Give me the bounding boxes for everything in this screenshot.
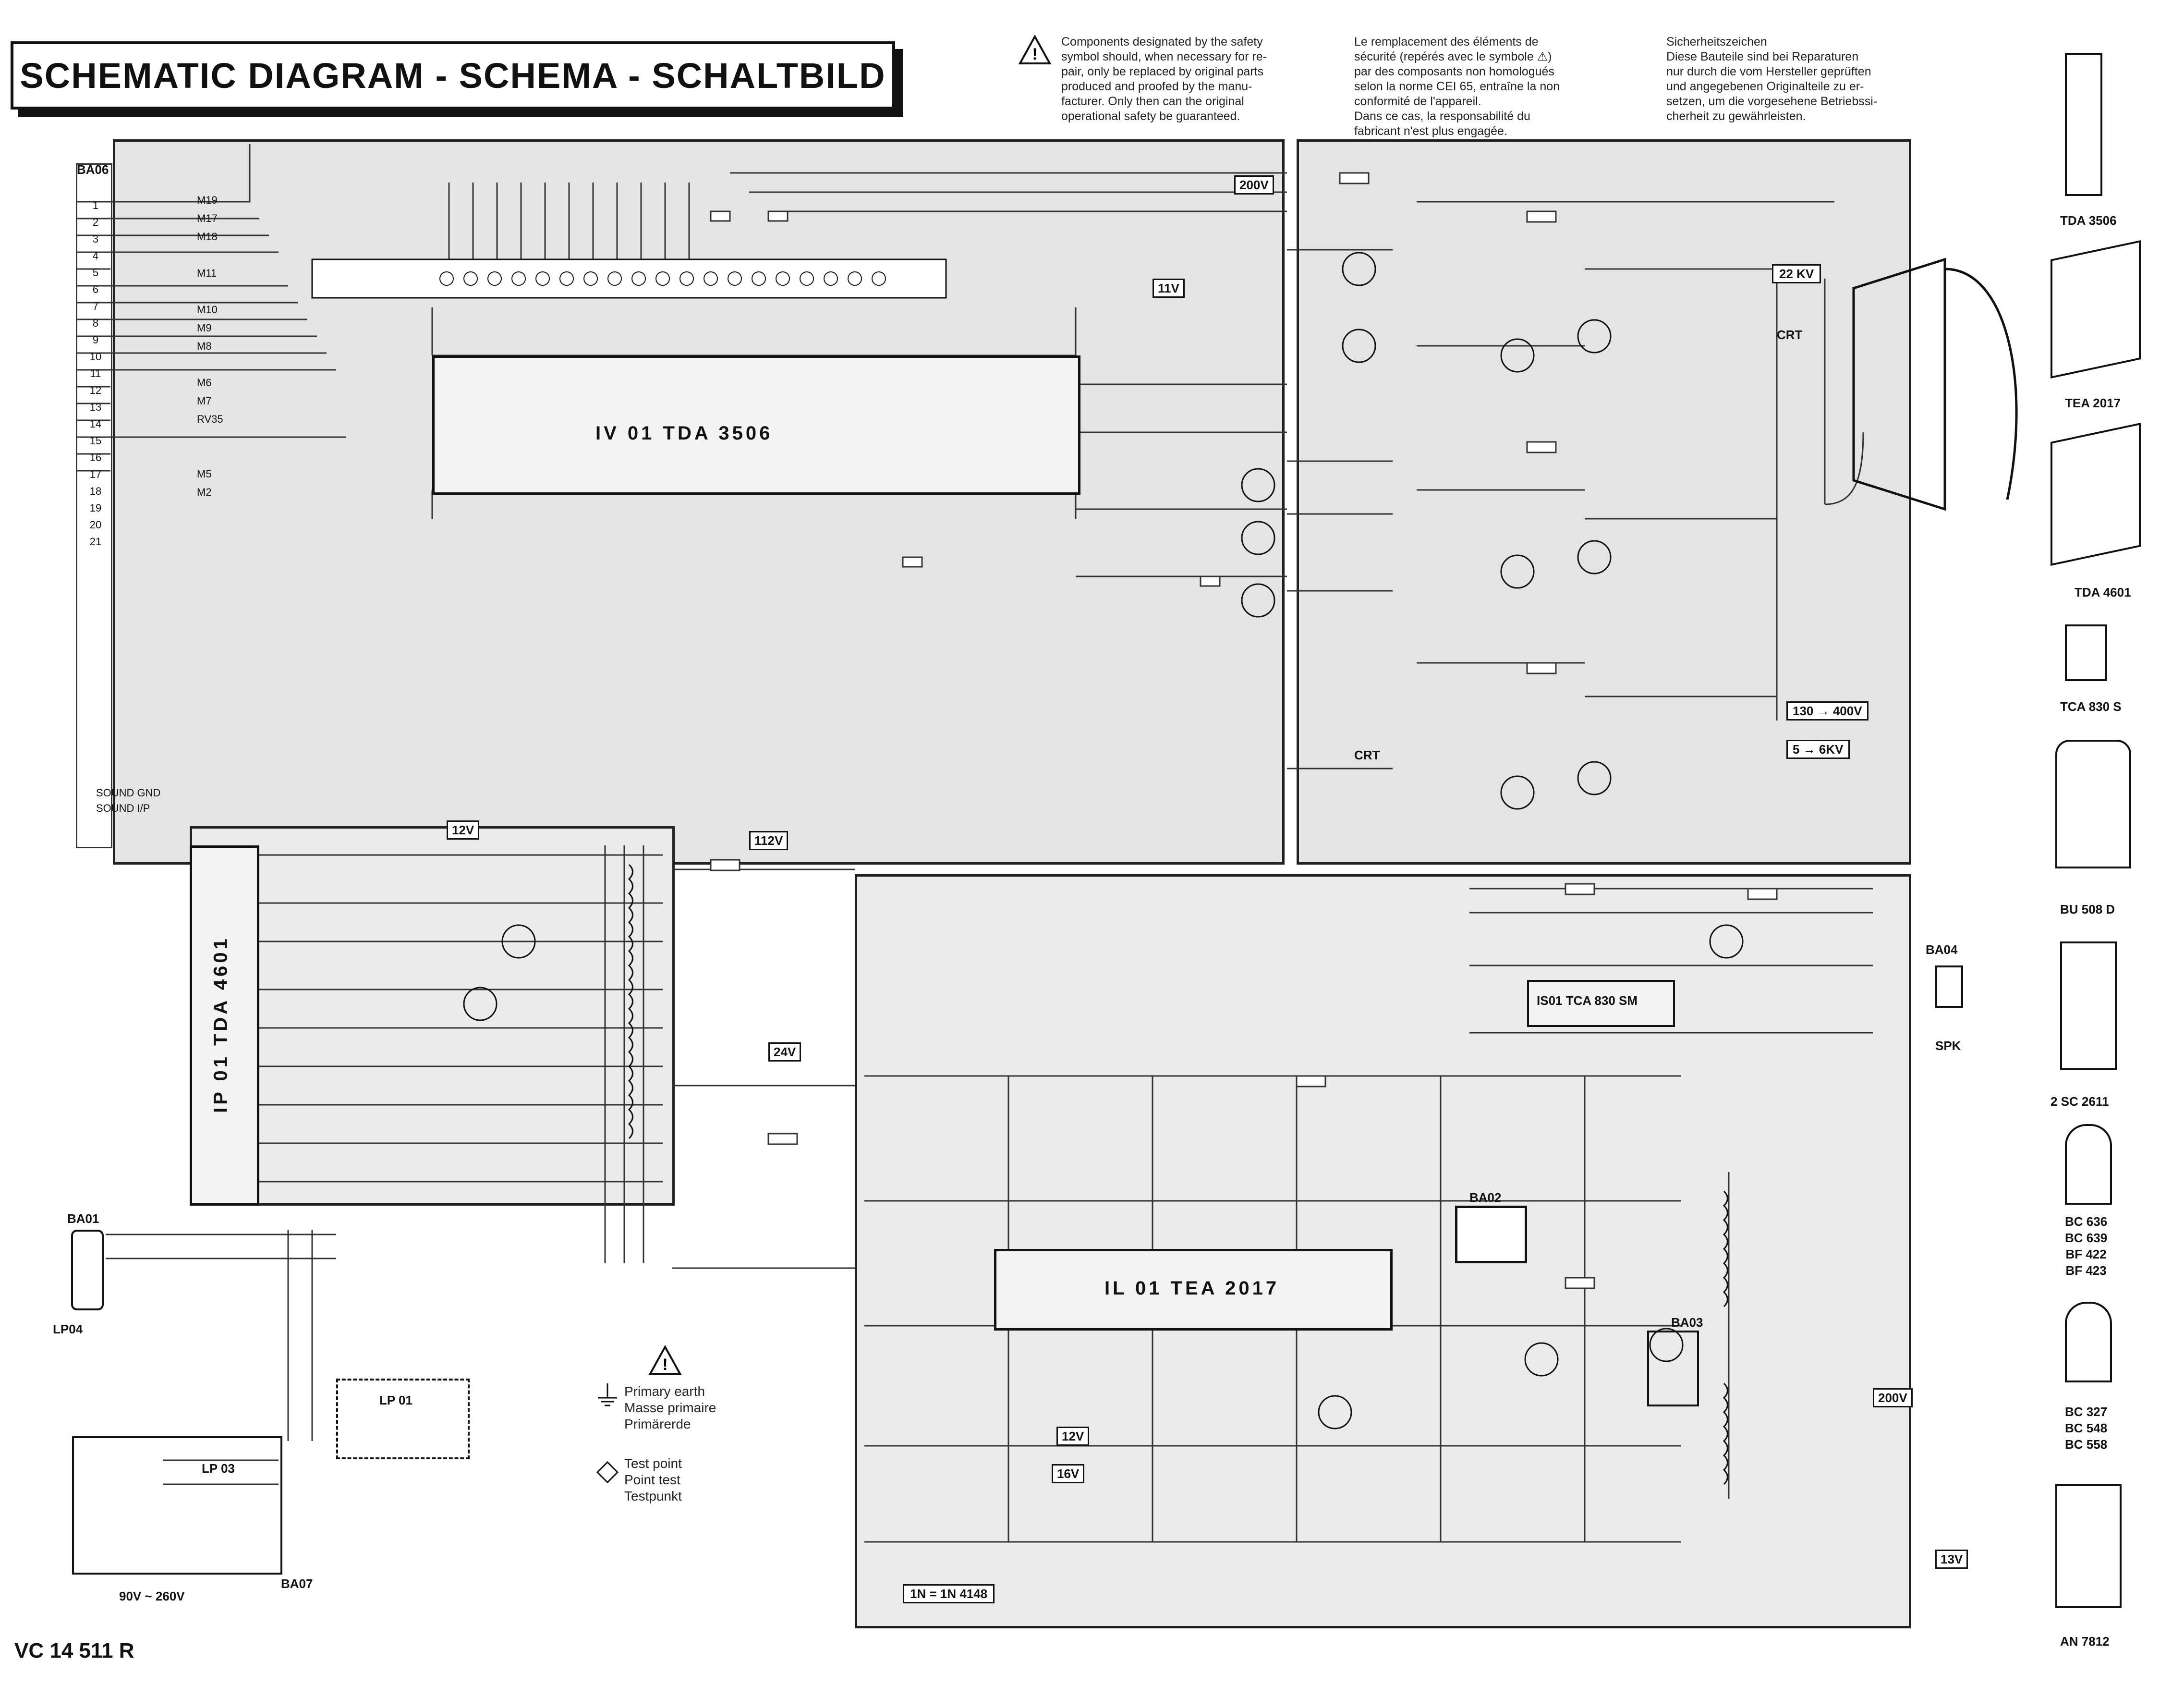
voltage-112v: 112V [749,831,789,850]
sound-labels: SOUND GND SOUND I/P [96,787,161,814]
voltage-13v: 13V [1935,1550,1968,1569]
voltage-200v-top: 200V [1234,175,1274,195]
ic-iv01-body [432,355,1080,495]
ba03-connector [1647,1331,1699,1406]
mains-voltage-label: 90V ~ 260V [119,1589,185,1603]
ba04-label: BA04 [1926,942,1958,957]
side-label-an7812: AN 7812 [2060,1634,2110,1649]
2sc2611-outline [2060,941,2117,1070]
lp01-label: LP 01 [379,1393,413,1407]
power-supply-panel [190,826,675,1206]
bc636-outline [2065,1124,2112,1205]
side-label-bc327: BC 327 BC 548 BC 558 [2065,1405,2108,1452]
tda4601-outline [2051,423,2141,566]
voltage-12v-ps: 12V [447,820,480,840]
voltage-200v-defl: 200V [1873,1388,1913,1407]
ba02-connector [1455,1206,1527,1263]
bc327-outline [2065,1302,2112,1382]
side-label-bu508: BU 508 D [2060,902,2115,916]
side-label-tca830: TCA 830 S [2060,699,2122,714]
ic-iv01-label: IV 01 TDA 3506 [595,423,773,444]
connector-ba06-label: BA06 [77,162,109,177]
crt-label: CRT [1777,328,1803,342]
crt-connector-label: CRT [1354,748,1380,762]
ba02-label: BA02 [1469,1190,1502,1205]
ic-il01-label: IL 01 TEA 2017 [1104,1278,1280,1299]
ba03-label: BA03 [1671,1315,1703,1330]
voltage-24v: 24V [768,1042,801,1062]
diode-note: 1N = 1N 4148 [903,1584,995,1603]
bu508-outline [2055,740,2131,868]
an7812-outline [2055,1484,2122,1608]
ic-il01-body [994,1249,1393,1331]
voltage-16v: 16V [1052,1464,1085,1483]
voltage-range-focus: 130 → 400V [1786,701,1869,721]
tca830-outline [2065,624,2107,681]
side-label-bc636: BC 636 BC 639 BF 422 BF 423 [2065,1214,2108,1278]
spk-label: SPK [1935,1038,1961,1053]
ba01-connector [71,1230,104,1310]
tea2017-outline [2051,240,2141,379]
lp01-box [336,1379,470,1459]
ba01-label: BA01 [67,1211,99,1226]
side-label-tea2017: TEA 2017 [2065,396,2121,410]
lp03-label: LP 03 [202,1461,235,1476]
side-label-tda4601: TDA 4601 [2075,585,2131,599]
ba07-label: BA07 [281,1576,313,1591]
voltage-22kv: 22 KV [1772,264,1821,283]
safety-note-english: Components designated by the safety symb… [1061,35,1267,123]
model-number: VC 14 511 R [14,1639,134,1662]
ic-is01-label: IS01 TCA 830 SM [1537,993,1638,1008]
ic-is01-body [1527,980,1675,1027]
page-title: SCHEMATIC DIAGRAM - SCHEMA - SCHALTBILD [11,41,895,110]
warning-icon: ! [1018,34,1052,68]
svg-text:!: ! [662,1356,667,1374]
test-point-icon [595,1460,619,1484]
voltage-range-vg2: 5 → 6KV [1786,740,1850,759]
ic-ip01-body [190,845,259,1206]
speaker-icon [1935,965,1963,1008]
voltage-12v-defl: 12V [1056,1427,1090,1446]
legend-primary-earth: Primary earth Masse primaire Primärerde [624,1384,716,1431]
safety-note-french: Le remplacement des éléments de sécurité… [1354,35,1560,138]
mains-filter-box [72,1436,282,1575]
safety-note-german: Sicherheitszeichen Diese Bauteile sind b… [1666,35,1878,123]
warning-icon: ! [648,1344,682,1378]
side-label-2sc2611: 2 SC 2611 [2051,1094,2109,1109]
side-label-tda3506: TDA 3506 [2060,213,2117,228]
tda3506-outline [2065,53,2102,196]
voltage-11v: 11V [1153,279,1185,298]
ic-ip01-label: IP 01 TDA 4601 [210,936,231,1113]
primary-earth-icon [595,1383,619,1407]
svg-text:!: ! [1032,45,1037,63]
lp04-label: LP04 [53,1322,83,1336]
legend-test-point: Test point Point test Testpunkt [624,1456,682,1503]
legend-box [586,1326,749,1508]
connector-ba06 [76,163,112,848]
